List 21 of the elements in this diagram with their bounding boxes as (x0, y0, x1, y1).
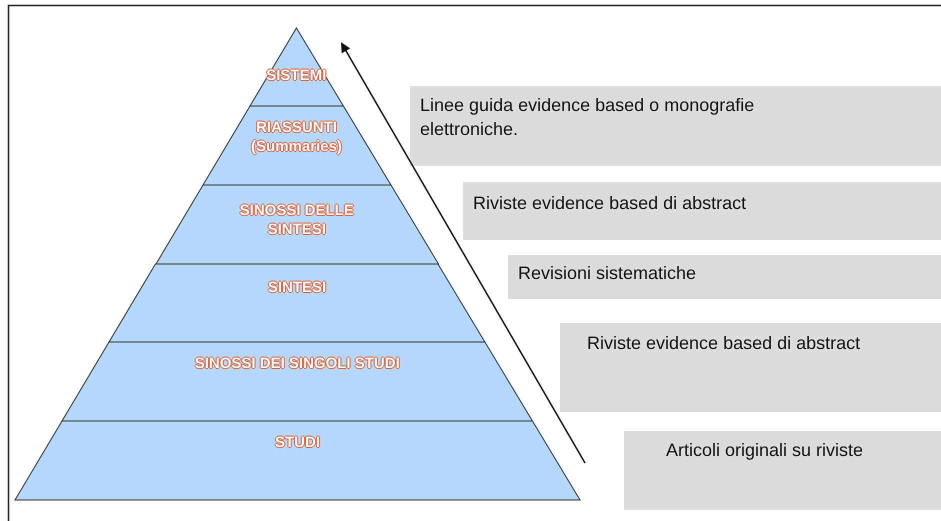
description-panel (463, 182, 941, 240)
tier-label: SINOSSI DEI SINGOLI STUDI (194, 354, 400, 373)
description-panel (624, 431, 941, 510)
description-text: Linee guida evidence based o monografie elettroniche. (420, 94, 756, 141)
tier-label: SISTEMI (266, 66, 326, 85)
description-text: Articoli originali su riviste (666, 439, 864, 462)
pyramid-tier (15, 421, 580, 500)
tier-label: STUDI (275, 433, 320, 452)
description-text: Revisioni sistematiche (518, 262, 698, 285)
pyramid-tier (156, 185, 438, 264)
description-text: Riviste evidence based di abstract (473, 192, 748, 215)
description-panel (560, 323, 941, 412)
pyramid-tier (109, 264, 485, 342)
description-panel (508, 255, 941, 299)
description-panel (410, 86, 941, 166)
pyramid-tier (202, 106, 390, 185)
description-text: Riviste evidence based di abstract (587, 332, 862, 355)
tier-label: SINOSSI DELLE SINTESI (238, 201, 355, 239)
tier-label: RIASSUNTI (Summaries) (250, 118, 343, 156)
tier-label: SINTESI (268, 278, 326, 297)
pyramid-tier (62, 342, 532, 421)
